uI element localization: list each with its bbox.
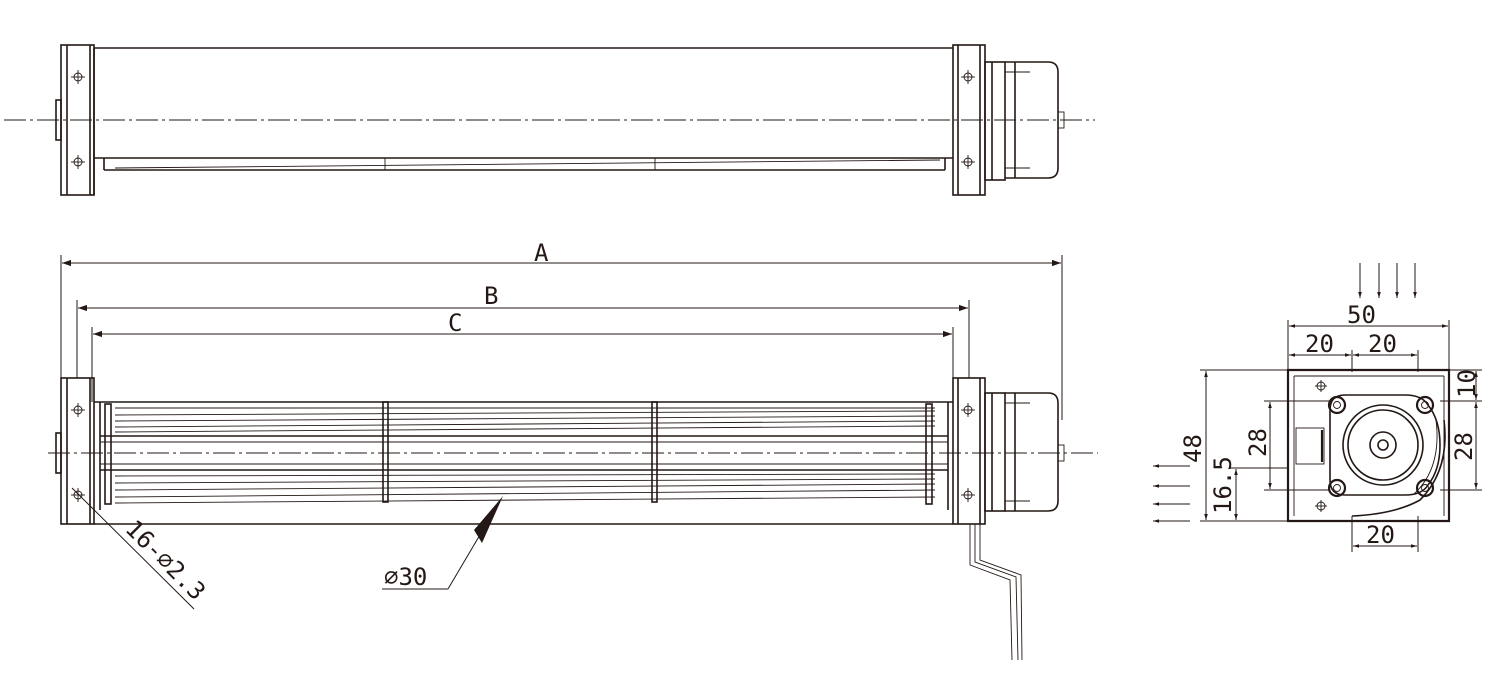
dimension-20-bottom-label: 20 (1366, 521, 1395, 549)
front-motor (984, 392, 1065, 512)
side-view: 50 20 20 (1153, 263, 1482, 552)
dimension-20-top: 20 20 (1289, 330, 1419, 372)
dimension-28-right-label: 28 (1450, 432, 1478, 461)
mounting-hole-icon (71, 488, 85, 502)
flange-hole-icon (1327, 395, 1347, 415)
dimension-20-right-label: 20 (1368, 330, 1397, 358)
top-right-end-plate (952, 44, 986, 196)
mounting-hole-icon (961, 488, 975, 502)
front-view: A B C (48, 239, 1098, 661)
top-left-end-plate (55, 44, 95, 196)
flange-hole-icon (1415, 395, 1435, 415)
dimension-b: B (76, 282, 970, 378)
dimension-a-label: A (534, 239, 549, 267)
front-left-end-plate (55, 377, 95, 525)
holes-callout: 16-⌀2.3 (71, 487, 211, 610)
dimension-28-left-label: 28 (1244, 428, 1272, 457)
dimension-20-left-label: 20 (1305, 330, 1334, 358)
dimension-c-label: C (448, 309, 462, 337)
top-housing (93, 47, 953, 195)
dimension-28-right: 28 (1440, 400, 1482, 491)
holes-label: 16-⌀2.3 (120, 514, 211, 605)
mounting-hole-icon (71, 70, 85, 84)
screw-icon (1315, 380, 1327, 392)
top-motor (984, 61, 1065, 181)
dimension-28-left: 28 (1244, 400, 1330, 491)
dimension-20-bottom: 20 (1351, 516, 1419, 552)
dimension-10: 10 (1449, 369, 1482, 400)
dimension-b-label: B (484, 282, 498, 310)
mounting-hole-icon (71, 155, 85, 169)
flange-hole-icon (1415, 478, 1435, 498)
diameter-label: ⌀30 (384, 563, 427, 591)
dimension-48: 48 (1179, 369, 1288, 522)
motor-flange (1327, 394, 1441, 498)
top-view (4, 44, 1095, 196)
impeller (94, 401, 953, 525)
dimension-16-5: 16.5 (1209, 456, 1288, 520)
dimension-c: C (91, 309, 954, 402)
flange-hole-icon (1327, 478, 1347, 498)
dimension-50: 50 (1287, 301, 1450, 370)
screw-icon (1315, 500, 1327, 512)
dimension-48-label: 48 (1179, 434, 1207, 463)
dimension-50-label: 50 (1347, 301, 1376, 329)
arrow-left-icon (1153, 464, 1190, 523)
front-right-end-plate (952, 377, 986, 525)
mounting-hole-icon (71, 403, 85, 417)
lead-wires (969, 524, 1023, 661)
dimension-a: A (60, 239, 1063, 420)
dimension-10-label: 10 (1453, 369, 1481, 398)
mounting-hole-icon (961, 155, 975, 169)
mounting-hole-icon (961, 70, 975, 84)
diameter-callout: ⌀30 (382, 496, 503, 591)
dimension-16-5-label: 16.5 (1209, 456, 1237, 514)
arrow-down-icon (1358, 263, 1417, 298)
mounting-hole-icon (961, 403, 975, 417)
side-housing (1286, 368, 1451, 523)
